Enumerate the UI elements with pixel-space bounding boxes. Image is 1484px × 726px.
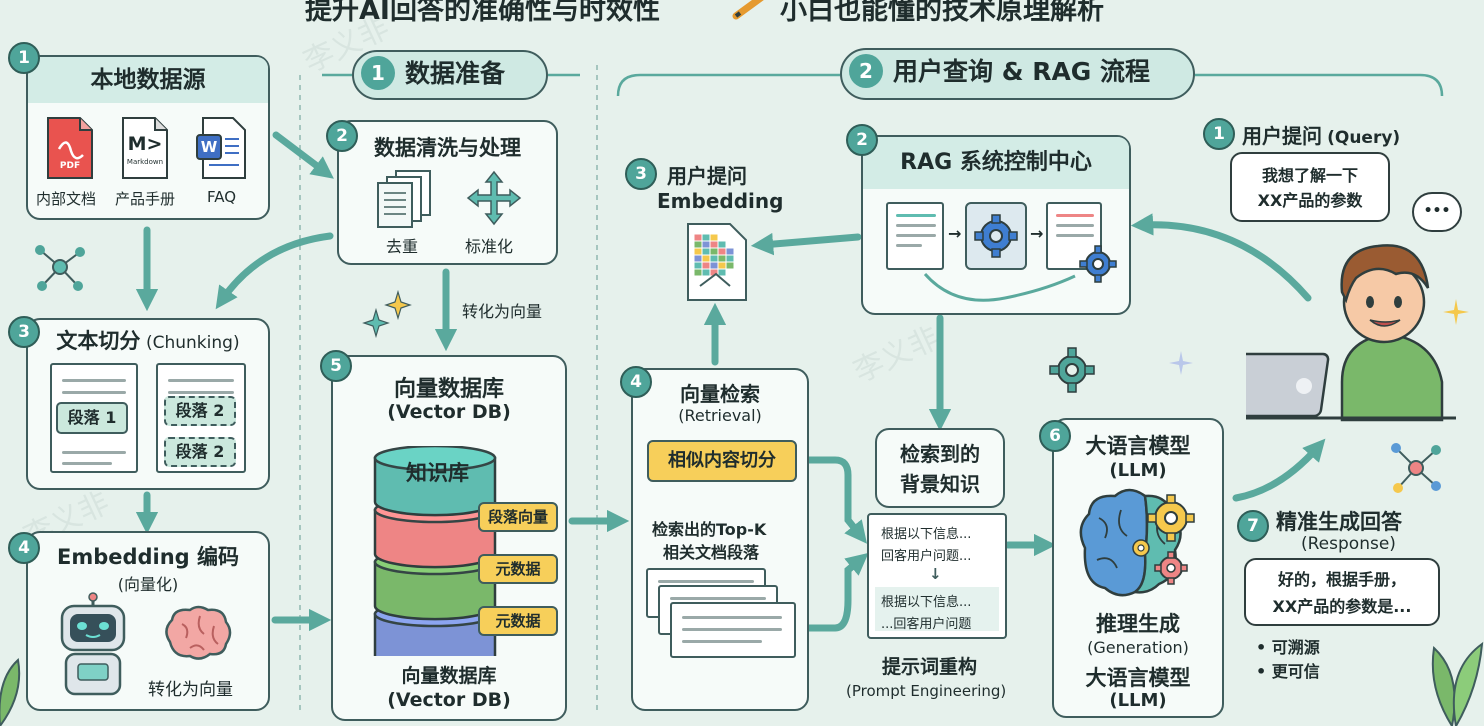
- network-icon: [1388, 440, 1444, 500]
- response-bubble: 好的，根据手册， XX产品的参数是...: [1244, 558, 1440, 626]
- file-caption: 内部文档: [36, 190, 97, 208]
- data-cleaning-panel: 数据清洗与处理: [337, 120, 558, 265]
- step-number-badge: 2: [326, 120, 358, 152]
- panel-header: 本地数据源: [28, 57, 268, 103]
- step-number-badge: 4: [8, 532, 40, 564]
- generation-title: 推理生成: [1096, 612, 1180, 636]
- vector-db-tag: 元数据: [478, 554, 558, 584]
- arrow-right-icon: →: [1030, 224, 1044, 243]
- panel-subtitle: (LLM): [1109, 460, 1167, 481]
- panel-title: Embedding 编码: [56, 545, 240, 569]
- panel-subtitle: (Retrieval): [678, 406, 762, 425]
- document-icon: [886, 202, 944, 270]
- sparkle-icon: [362, 288, 412, 342]
- response-subtitle: (Response): [1301, 534, 1396, 554]
- retrieved-context-panel: 检索到的 背景知识: [875, 428, 1005, 508]
- generation-subtitle: (Generation): [1087, 638, 1189, 657]
- arrow-down-icon: ↓: [929, 565, 942, 583]
- vector-grid-icon: [686, 222, 748, 306]
- cleaning-caption: 去重: [386, 237, 419, 256]
- response-bullet: • 更可信: [1256, 662, 1320, 681]
- vector-db-tag: 元数据: [478, 606, 558, 636]
- panel-footer-title: 大语言模型: [1085, 666, 1191, 690]
- page-subtitle: 小白也能懂的技术原理解析: [780, 0, 1104, 26]
- prompt-document: 根据以下信息... 回客用户问题... ↓ 根据以下信息... ...回客用户问…: [867, 513, 1007, 639]
- panel-title: 向量数据库: [393, 377, 504, 402]
- step-number-badge: 3: [625, 158, 657, 190]
- step-number-badge: 2: [846, 124, 878, 156]
- panel-subtitle: (向量化): [117, 575, 179, 594]
- page-title: 提升AI回答的准确性与时效性: [305, 0, 660, 26]
- query-embedding-subtitle: Embedding: [657, 189, 784, 213]
- chunk-tag: 段落 2: [164, 437, 236, 467]
- panel-title: 背景知识: [900, 472, 980, 496]
- gear-icon: [965, 202, 1027, 270]
- user-avatar: [1223, 232, 1456, 426]
- move-arrows-icon: [466, 170, 522, 230]
- documents-icon: [374, 167, 436, 233]
- file-caption: FAQ: [207, 188, 237, 206]
- gear-icon: [1076, 242, 1120, 290]
- user-query-title: 用户提问 (Query): [1242, 124, 1401, 148]
- panel-title: 检索到的: [900, 442, 980, 466]
- panel-header: RAG 系统控制中心: [863, 137, 1129, 189]
- sparkle-icon: [1442, 298, 1470, 330]
- plant-icon: [0, 650, 26, 726]
- step-number-badge: 1: [8, 42, 40, 74]
- similar-chunk-tag: 相似内容切分: [647, 440, 797, 482]
- step-number-badge: 1: [1203, 118, 1235, 150]
- retrieval-result-label: 检索出的Top-K: [652, 520, 767, 539]
- panel-footer-subtitle: (LLM): [1109, 690, 1167, 711]
- result-document: [670, 602, 796, 658]
- sparkle-icon: [1168, 350, 1194, 380]
- chunk-tag: 段落 2: [164, 396, 236, 426]
- panel-title: 数据清洗与处理: [374, 136, 521, 160]
- panel-footer-title: 向量数据库: [401, 665, 497, 687]
- word-file-icon: W: [195, 115, 247, 181]
- panel-subtitle: (Vector DB): [387, 401, 511, 423]
- panel-title: 大语言模型: [1085, 434, 1191, 458]
- query-embedding-title: 用户提问: [667, 164, 747, 188]
- prompt-engineering-sublabel: (Prompt Engineering): [846, 682, 1007, 700]
- thinking-bubble: •••: [1412, 192, 1462, 232]
- panel-footer-subtitle: (Vector DB): [387, 689, 511, 711]
- step-number-badge: 6: [1039, 420, 1071, 452]
- user-query-bubble: 我想了解一下 XX产品的参数: [1230, 152, 1390, 222]
- step-number-badge: 5: [320, 350, 352, 382]
- brain-gears-icon: [1075, 484, 1205, 608]
- arrow-label: 转化为向量: [462, 302, 543, 321]
- gear-icon: [1046, 344, 1098, 400]
- response-bullet: • 可溯源: [1256, 638, 1320, 657]
- file-caption: 产品手册: [115, 190, 176, 208]
- step-number-badge: 3: [8, 316, 40, 348]
- plant-icon: [1422, 618, 1484, 726]
- chunk-tag: 段落 1: [56, 402, 128, 434]
- panel-header: 文本切分 (Chunking): [56, 329, 240, 353]
- arrow-right-icon: →: [948, 224, 962, 243]
- step-number-badge: 7: [1237, 510, 1269, 542]
- prompt-engineering-label: 提示词重构: [882, 656, 978, 678]
- cycle-arrow: [923, 273, 1076, 302]
- network-icon: [32, 242, 88, 296]
- database-stack-icon: [373, 446, 497, 656]
- knowledge-base-label: 知识库: [406, 461, 469, 485]
- cleaning-caption: 标准化: [465, 237, 514, 256]
- vector-db-tag: 段落向量: [478, 502, 558, 532]
- markdown-file-icon: M> Markdown: [120, 115, 170, 181]
- retrieval-result-label: 相关文档段落: [663, 543, 760, 562]
- pdf-file-icon: PDF: [45, 115, 95, 181]
- panel-title: 向量检索: [680, 382, 760, 406]
- embedding-caption: 转化为向量: [148, 680, 233, 700]
- step-number-badge: 4: [620, 366, 652, 398]
- robot-icon: [52, 592, 134, 702]
- database-layer: [373, 446, 497, 517]
- brain-icon: [160, 604, 234, 668]
- pencil-icon: [732, 0, 768, 24]
- response-title: 精准生成回答: [1276, 510, 1402, 534]
